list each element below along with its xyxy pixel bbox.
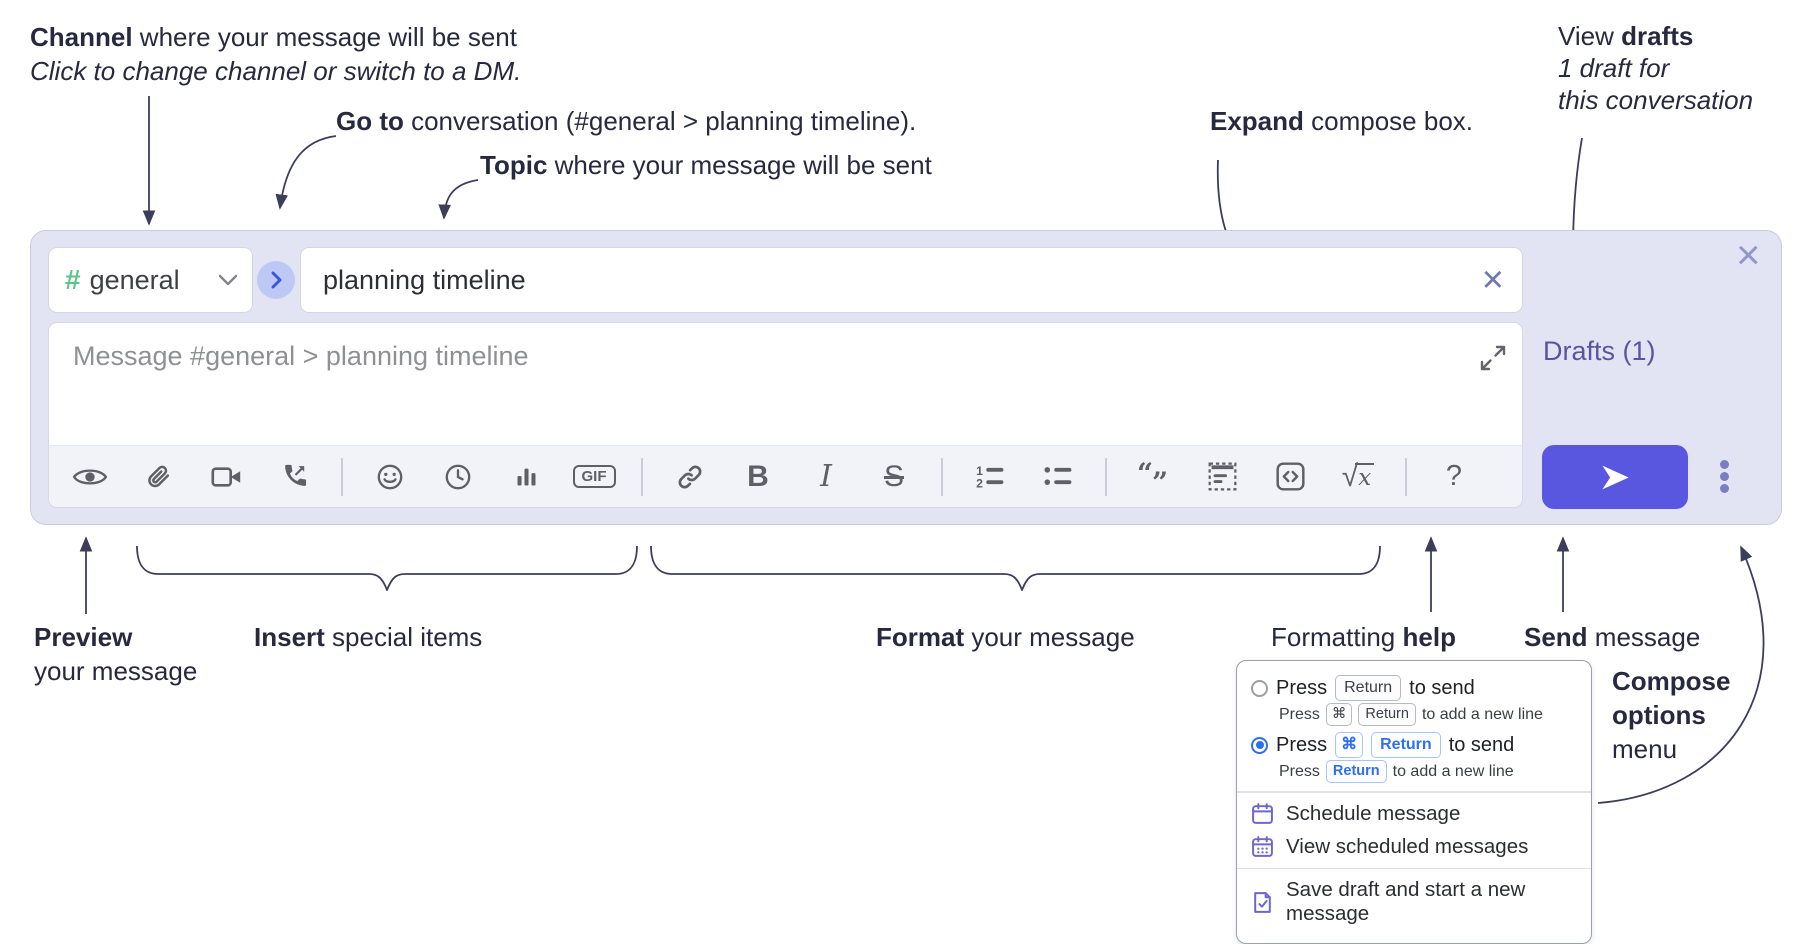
connector-topic bbox=[438, 179, 479, 220]
menu-item-save-draft[interactable]: Save draft and start a new message bbox=[1251, 878, 1577, 926]
toolbar-divider bbox=[341, 457, 343, 496]
annotation-formatting-help: Formatting help bbox=[1271, 622, 1456, 652]
bulleted-list-icon[interactable] bbox=[1037, 454, 1079, 500]
annotation-preview: Preview your message bbox=[34, 622, 198, 686]
send-button[interactable] bbox=[1542, 445, 1688, 509]
toolbar-divider bbox=[1405, 457, 1407, 496]
annotation-goto: Go to conversation (#general > planning … bbox=[336, 106, 917, 136]
svg-text:2: 2 bbox=[976, 477, 983, 490]
option-enter-sends[interactable]: Press Return to send bbox=[1251, 675, 1577, 701]
popup-divider bbox=[1237, 791, 1591, 793]
svg-text:“: “ bbox=[1137, 462, 1153, 490]
go-to-conversation-button[interactable] bbox=[257, 261, 295, 299]
option-cmd-enter-sends[interactable]: Press ⌘ Return to send bbox=[1251, 732, 1577, 758]
annotation-format: Format your message bbox=[876, 622, 1135, 652]
italic-icon[interactable]: I bbox=[820, 459, 832, 494]
channel-hash-icon: # bbox=[65, 264, 81, 295]
compose-options-popup: Press Return to send Press ⌘ Return to a… bbox=[1236, 660, 1592, 944]
video-call-icon[interactable] bbox=[205, 454, 247, 500]
svg-text:”: ” bbox=[1152, 466, 1168, 492]
bold-icon[interactable]: B bbox=[747, 459, 769, 493]
toolbar-divider bbox=[641, 457, 643, 496]
toolbar-divider bbox=[1105, 457, 1107, 496]
calendar-dots-icon bbox=[1252, 836, 1273, 857]
compose-options-menu-button[interactable] bbox=[1720, 460, 1729, 493]
brace-insert bbox=[136, 545, 638, 591]
annotation-channel: Channel where your message will be sent … bbox=[30, 22, 522, 86]
spoiler-icon[interactable] bbox=[1201, 454, 1243, 500]
radio-selected[interactable] bbox=[1251, 736, 1268, 754]
poll-icon[interactable] bbox=[505, 454, 547, 500]
compose-toolbar: GIF B I S 1 2 bbox=[49, 445, 1522, 507]
topic-input[interactable] bbox=[323, 264, 1480, 296]
topic-input-box: × bbox=[300, 247, 1523, 313]
svg-text:1: 1 bbox=[976, 464, 983, 478]
help-icon[interactable]: ? bbox=[1445, 460, 1463, 492]
numbered-list-icon[interactable]: 1 2 bbox=[969, 454, 1011, 500]
annotation-insert: Insert special items bbox=[254, 622, 483, 652]
close-compose-icon[interactable]: × bbox=[1736, 231, 1761, 278]
code-icon[interactable] bbox=[1269, 454, 1311, 500]
link-icon[interactable] bbox=[669, 454, 711, 500]
quote-icon[interactable]: “ ” bbox=[1133, 454, 1175, 500]
connector-goto bbox=[275, 135, 337, 210]
math-icon[interactable]: √x bbox=[1337, 454, 1379, 500]
clear-topic-icon[interactable]: × bbox=[1481, 259, 1504, 301]
chevron-right-icon bbox=[271, 271, 281, 289]
annotation-expand: Expand compose box. bbox=[1210, 106, 1474, 136]
annotation-compose-options: Compose options menu bbox=[1612, 666, 1731, 764]
drafts-link[interactable]: Drafts (1) bbox=[1543, 336, 1656, 366]
radio-unselected[interactable] bbox=[1251, 679, 1268, 697]
channel-selector[interactable]: # general bbox=[48, 247, 253, 313]
brace-format bbox=[650, 545, 1381, 591]
strikethrough-icon[interactable]: S bbox=[883, 459, 904, 493]
attach-icon[interactable] bbox=[137, 454, 179, 500]
option-cmd-enter-sends-subtext: Press Return to add a new line bbox=[1279, 760, 1577, 783]
message-compose-area: GIF B I S 1 2 bbox=[48, 322, 1523, 508]
message-input[interactable] bbox=[49, 323, 1522, 431]
time-icon[interactable] bbox=[437, 454, 479, 500]
toolbar-divider bbox=[941, 457, 943, 496]
gif-icon[interactable]: GIF bbox=[572, 454, 616, 500]
annotation-view-drafts: View drafts 1 draft for this conversatio… bbox=[1558, 21, 1754, 115]
preview-icon[interactable] bbox=[69, 454, 111, 500]
menu-item-view-scheduled[interactable]: View scheduled messages bbox=[1251, 835, 1577, 859]
send-icon bbox=[1601, 465, 1629, 489]
expand-compose-icon[interactable] bbox=[1478, 343, 1508, 373]
calendar-icon bbox=[1252, 803, 1273, 824]
channel-name: general bbox=[89, 264, 180, 295]
menu-item-schedule-message[interactable]: Schedule message bbox=[1251, 802, 1577, 826]
annotation-send: Send message bbox=[1524, 622, 1701, 652]
option-enter-sends-subtext: Press ⌘ Return to add a new line bbox=[1279, 703, 1577, 726]
chevron-down-icon bbox=[218, 274, 238, 286]
emoji-icon[interactable] bbox=[369, 454, 411, 500]
voice-call-icon[interactable] bbox=[273, 454, 315, 500]
save-draft-icon bbox=[1254, 891, 1271, 913]
popup-divider bbox=[1237, 867, 1591, 869]
annotation-topic: Topic where your message will be sent bbox=[480, 150, 932, 180]
